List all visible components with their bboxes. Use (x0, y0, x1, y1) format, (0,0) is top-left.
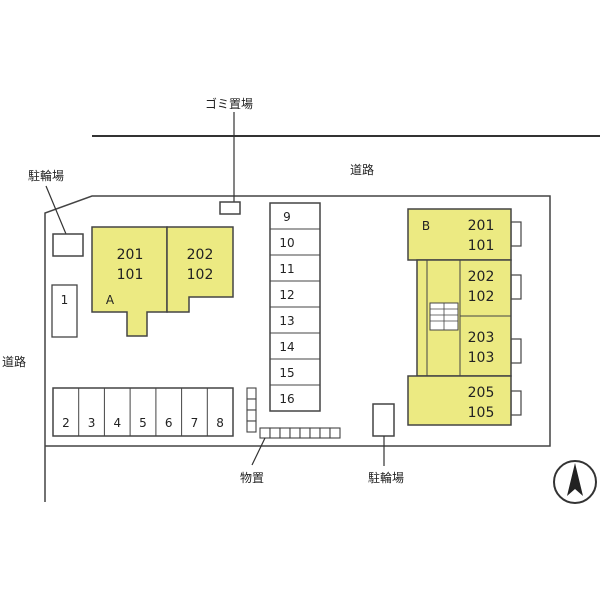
parking-number: 15 (279, 366, 294, 380)
bike-parking-right-label: 駐輪場 (368, 470, 404, 485)
building-b-unit-number: 203 (468, 330, 495, 346)
parking-number: 8 (216, 416, 224, 430)
storage-leader-line (251, 437, 266, 466)
bike-parking-left-leader (45, 185, 67, 235)
building-b-unit-number: 105 (468, 405, 495, 421)
parking-number: 16 (279, 392, 294, 406)
building-a-name: A (106, 293, 115, 307)
garbage-station-label: ゴミ置場 (205, 96, 253, 111)
parking-number: 4 (113, 416, 121, 430)
parking-number: 2 (62, 416, 70, 430)
parking-number: 12 (279, 288, 294, 302)
building-b-name: B (422, 219, 430, 233)
parking-number: 10 (279, 236, 294, 250)
building-a-unit-number: 102 (187, 267, 214, 283)
storage-vertical (246, 387, 257, 433)
storage-label: 物置 (240, 471, 264, 485)
parking-number: 3 (88, 416, 96, 430)
parking-number: 14 (279, 340, 294, 354)
building-b-unit-number: 101 (468, 238, 495, 254)
building-a-unit-number: 201 (117, 247, 144, 263)
building-b-unit-number: 202 (468, 269, 495, 285)
parking-number: 9 (283, 210, 291, 224)
garbage-station (219, 201, 241, 215)
property-boundary (44, 195, 551, 502)
building-a-unit-number: 101 (117, 267, 144, 283)
storage-horizontal (259, 427, 341, 439)
parking-number: 13 (279, 314, 294, 328)
bike-parking-right (372, 403, 395, 437)
bike-parking-left-label: 駐輪場 (28, 168, 64, 183)
road-label-top: 道路 (350, 162, 374, 177)
parking-number: 7 (191, 416, 199, 430)
parking-number: 5 (139, 416, 147, 430)
parking-space: 1 (51, 284, 78, 338)
building-b-unit-number: 205 (468, 385, 495, 401)
parking-row-bottom (52, 387, 234, 437)
road-label-left: 道路 (2, 354, 26, 369)
building-b (407, 208, 522, 426)
building-a-right-wing (166, 226, 234, 313)
building-b-unit-number: 103 (468, 350, 495, 366)
bike-parking-left (52, 233, 84, 257)
north-arrow-icon (553, 460, 597, 504)
parking-number: 6 (165, 416, 173, 430)
parking-column-center (269, 202, 321, 412)
building-b-unit-number: 201 (468, 218, 495, 234)
parking-number: 1 (61, 293, 69, 307)
parking-number: 11 (279, 262, 294, 276)
building-b-unit-number: 102 (468, 289, 495, 305)
building-a-unit-number: 202 (187, 247, 214, 263)
